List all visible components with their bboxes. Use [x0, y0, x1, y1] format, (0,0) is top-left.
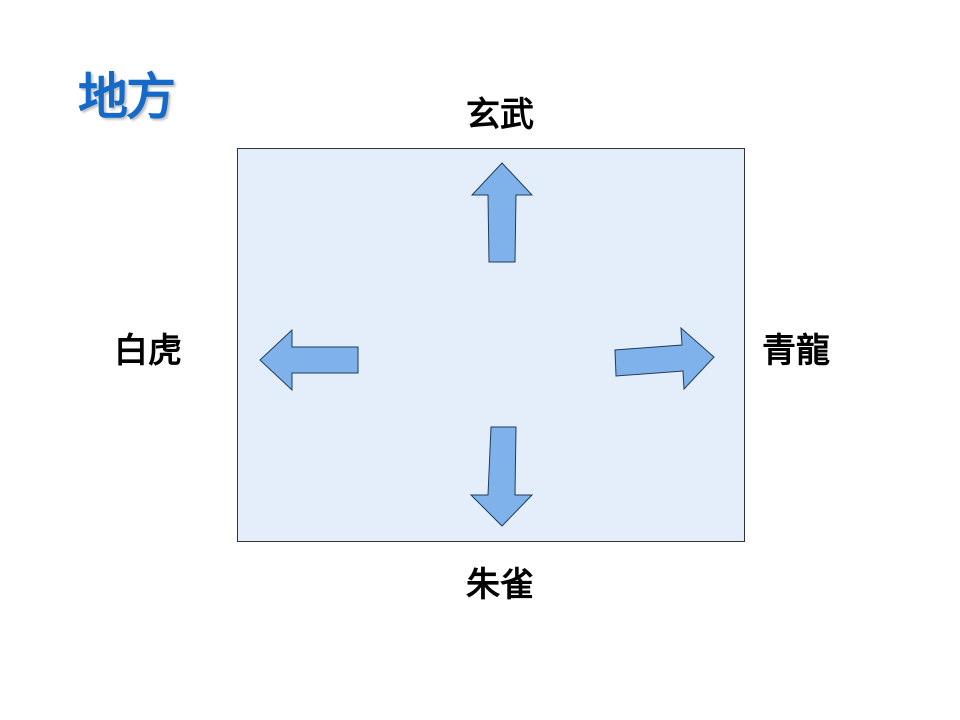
south-label: 朱雀: [466, 565, 534, 605]
east-label: 青龍: [762, 331, 830, 371]
page-title: 地方: [78, 68, 176, 126]
west-arrow-icon: [259, 328, 359, 392]
west-label: 白虎: [114, 331, 182, 371]
south-arrow-icon: [469, 426, 534, 527]
north-label: 玄武: [466, 95, 534, 135]
east-arrow-icon: [614, 326, 715, 391]
north-arrow-icon: [470, 162, 534, 263]
